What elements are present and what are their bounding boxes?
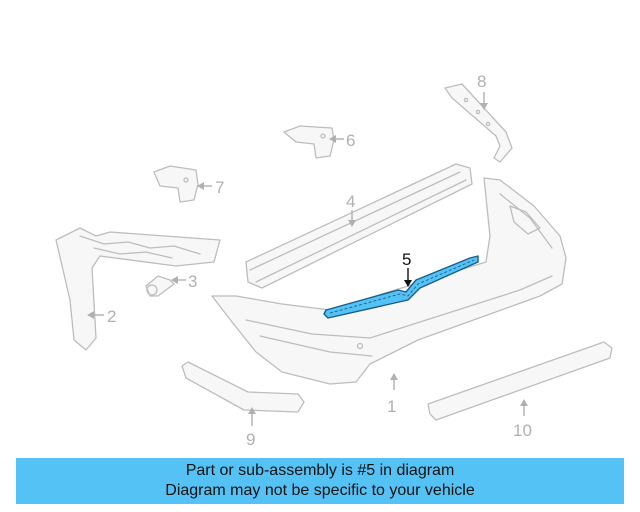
info-banner: Part or sub-assembly is #5 in diagram Di… xyxy=(16,458,624,504)
part-6-bracket: 6 xyxy=(283,125,355,159)
part-label-9: 9 xyxy=(246,430,255,449)
part-label-2: 2 xyxy=(107,307,116,326)
part-label-6: 6 xyxy=(346,131,355,150)
part-label-7: 7 xyxy=(215,178,224,197)
part-7-bracket: 7 xyxy=(153,165,224,203)
part-2-side-bracket: 2 xyxy=(55,227,221,351)
banner-line-2: Diagram may not be specific to your vehi… xyxy=(165,482,475,499)
part-10-lower-molding: 10 xyxy=(427,341,613,440)
part-label-4: 4 xyxy=(346,192,355,211)
part-label-3: 3 xyxy=(188,272,197,291)
part-8-bracket: 8 xyxy=(444,72,513,163)
part-4-reinforcement: 4 xyxy=(245,163,473,289)
part-5-highlighted: 5 xyxy=(323,250,479,319)
part-label-10: 10 xyxy=(513,421,532,440)
banner-line-1: Part or sub-assembly is #5 in diagram xyxy=(185,462,455,479)
part-3-fastener: 3 xyxy=(145,272,197,297)
part-label-1: 1 xyxy=(387,397,396,416)
part-9-lower-molding: 9 xyxy=(181,361,305,449)
part-label-5: 5 xyxy=(402,250,411,269)
part-label-8: 8 xyxy=(477,72,486,91)
